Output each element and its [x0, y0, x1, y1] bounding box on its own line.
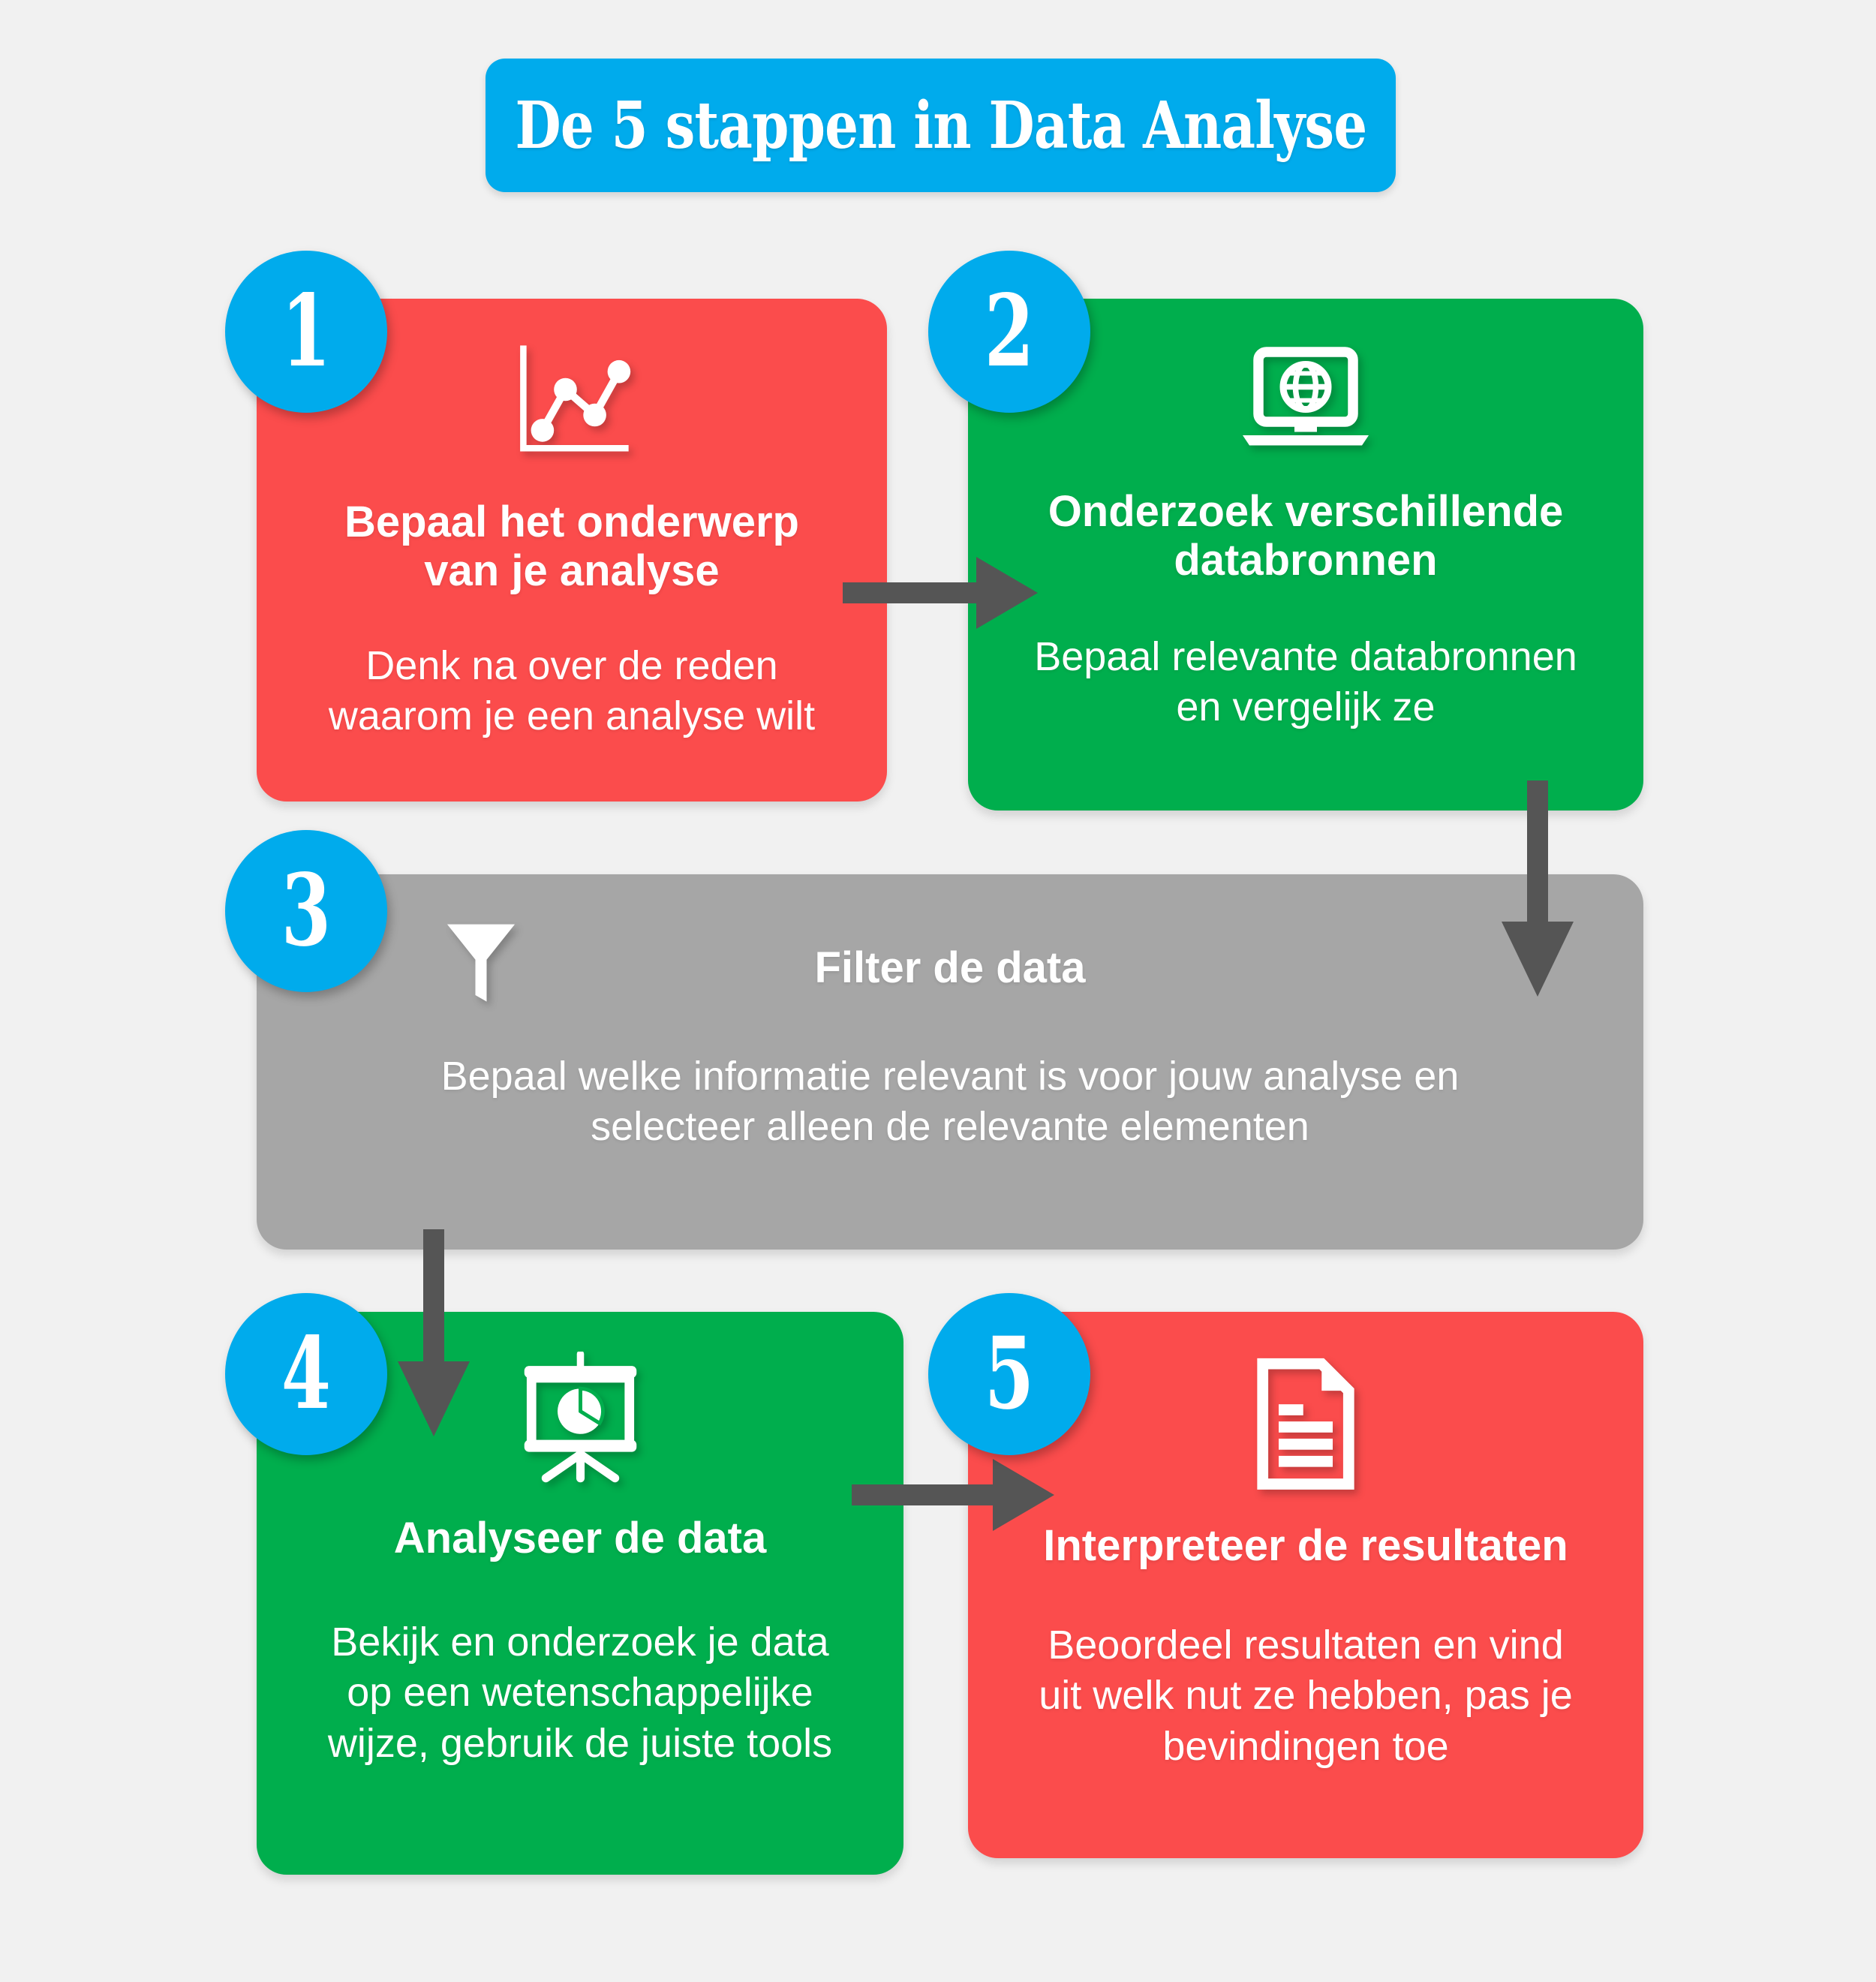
page-title: De 5 stappen in Data Analyse — [515, 87, 1367, 164]
step-number-badge-3: 3 — [225, 830, 387, 992]
step-number-badge-5: 5 — [928, 1293, 1090, 1455]
step-number-badge-4: 4 — [225, 1293, 387, 1455]
line-chart-icon — [504, 335, 639, 470]
arrow-step3-to-step4 — [398, 1229, 470, 1447]
step-1-title-line-2: van je analyse — [424, 546, 720, 595]
step-number-2: 2 — [984, 273, 1035, 389]
page-title-banner: De 5 stappen in Data Analyse — [486, 59, 1396, 192]
step-3-desc-line-1: Bepaal welke informatie relevant is voor… — [440, 1053, 1460, 1099]
arrow-step1-to-step2 — [843, 557, 1038, 629]
arrow-shaft — [423, 1229, 444, 1370]
step-card-3[interactable]: Filter de data Bepaal welke informatie r… — [257, 874, 1643, 1250]
step-4-desc-line-3: wijze, gebruik de juiste tools — [327, 1720, 833, 1766]
step-3-desc-line-2: selecteer alleen de relevante elementen — [591, 1104, 1309, 1150]
arrow-head-right — [976, 557, 1038, 629]
step-card-2[interactable]: Onderzoek verschillende databronnen Bepa… — [968, 299, 1643, 811]
step-4-desc-line-1: Bekijk en onderzoek je data — [331, 1619, 829, 1665]
step-card-4[interactable]: Analyseer de data Bekijk en onderzoek je… — [257, 1312, 903, 1875]
funnel-icon — [440, 918, 522, 1006]
arrow-shaft — [852, 1484, 1002, 1505]
step-number-4: 4 — [281, 1316, 332, 1432]
step-2-desc-line-2: en vergelijk ze — [1176, 684, 1436, 730]
step-5-title-line-1: Interpreteer de resultaten — [1043, 1521, 1568, 1570]
arrow-step4-to-step5 — [852, 1459, 1058, 1531]
step-5-desc-line-3: bevindingen toe — [1162, 1723, 1449, 1769]
step-3-title-line-1: Filter de data — [814, 943, 1086, 992]
step-1-title-line-1: Bepaal het onderwerp — [344, 498, 799, 546]
step-2-desc-line-1: Bepaal relevante databronnen — [1034, 633, 1577, 679]
arrow-shaft — [1527, 780, 1548, 931]
step-5-desc-line-2: uit welk nut ze hebben, pas je — [1039, 1673, 1573, 1719]
step-number-badge-2: 2 — [928, 251, 1090, 413]
presentation-pie-chart-icon — [513, 1349, 648, 1484]
step-4-desc-line-2: op een wetenschappelijke — [347, 1670, 813, 1716]
arrow-head-down — [1502, 922, 1574, 997]
arrow-head-down — [398, 1361, 470, 1436]
step-number-badge-1: 1 — [225, 251, 387, 413]
arrow-head-right — [993, 1459, 1054, 1531]
step-number-5: 5 — [984, 1316, 1035, 1432]
document-icon — [1246, 1354, 1366, 1496]
step-number-1: 1 — [281, 273, 332, 389]
step-5-desc-line-1: Beoordeel resultaten en vind — [1048, 1622, 1564, 1668]
step-2-title-line-2: databronnen — [1174, 535, 1438, 585]
step-1-desc-line-2: waarom je een analyse wilt — [328, 693, 816, 739]
step-card-1[interactable]: Bepaal het onderwerp van je analyse Denk… — [257, 299, 887, 802]
arrow-shaft — [843, 582, 985, 603]
step-2-title-line-1: Onderzoek verschillende — [1048, 487, 1564, 536]
step-1-desc-line-1: Denk na over de reden — [365, 642, 778, 688]
step-number-3: 3 — [281, 853, 332, 969]
laptop-globe-icon — [1237, 333, 1375, 461]
step-4-title-line-1: Analyseer de data — [393, 1514, 767, 1562]
arrow-step2-to-step3 — [1502, 780, 1574, 998]
